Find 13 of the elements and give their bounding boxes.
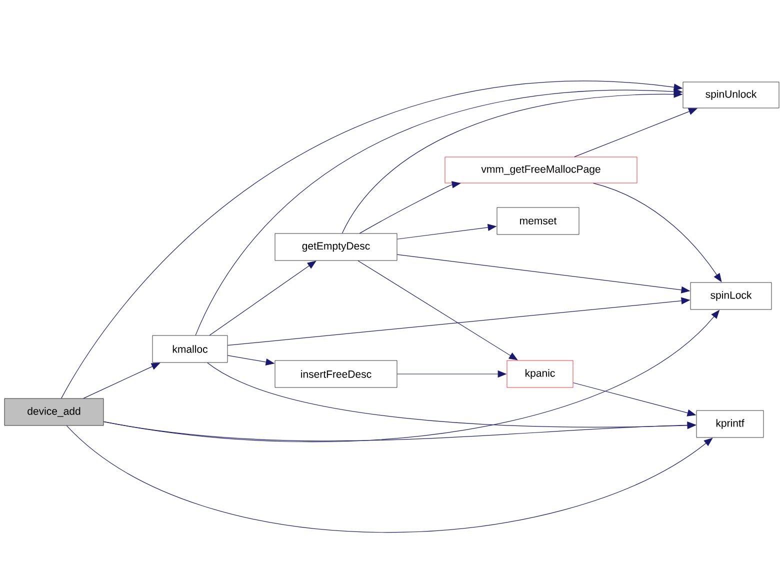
function-box: getEmptyDesc: [274, 233, 398, 261]
function-box: memset: [496, 207, 580, 235]
function-box: spinUnlock: [682, 82, 780, 108]
function-box: insertFreeDesc: [274, 360, 398, 388]
arrow: [358, 260, 518, 360]
function-box: spinLock: [690, 282, 772, 310]
function-box: device_add: [4, 398, 104, 426]
function-box: kprintf: [696, 410, 764, 438]
function-box: kpanic: [506, 360, 574, 388]
arrow: [66, 425, 713, 533]
function-box: kmalloc: [152, 335, 228, 363]
arrow: [209, 260, 316, 336]
function-box: vmm_getFreeMallocPage: [444, 156, 638, 184]
